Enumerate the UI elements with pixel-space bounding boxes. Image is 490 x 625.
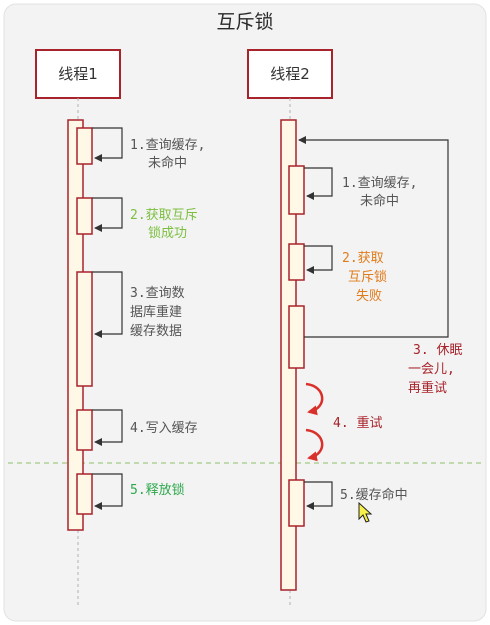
thread2-step5-label: 5.缓存命中 bbox=[340, 487, 408, 503]
thread1-step4-arrow bbox=[92, 409, 123, 446]
thread1-step5-label: 5.释放锁 bbox=[130, 482, 185, 498]
thread2-step3-label: 3. 休眠 一会儿, 再重试 bbox=[408, 343, 470, 396]
thread2-step3-box bbox=[288, 305, 305, 369]
thread2-step2-arrow bbox=[304, 245, 333, 274]
thread2-step1-arrow bbox=[304, 167, 333, 200]
thread1-step5-box bbox=[76, 473, 93, 515]
thread2-step1-label: 1.查询缓存, 未命中 bbox=[342, 176, 425, 209]
mouse-cursor-icon bbox=[358, 501, 373, 523]
thread2-step1-box bbox=[288, 165, 305, 215]
thread2-step2-box bbox=[288, 243, 305, 281]
thread1-step2-box bbox=[76, 197, 93, 235]
thread1-step3-box bbox=[76, 271, 93, 387]
thread1-step5-arrow bbox=[92, 473, 123, 510]
thread1-header-label: 线程1 bbox=[58, 65, 98, 83]
thread2-step2-label: 2.获取 互斥锁 失败 bbox=[342, 251, 395, 304]
thread1-header-box bbox=[35, 49, 121, 99]
thread2-step5-arrow bbox=[304, 481, 333, 510]
sleep-retry-loop-arrow bbox=[298, 136, 449, 338]
thread1-step4-label: 4.写入缓存 bbox=[130, 421, 198, 436]
thread1-step3-label: 3.查询数 据库重建 缓存数据 bbox=[130, 286, 192, 339]
thread1-step1-box bbox=[76, 127, 93, 165]
thread1-step1-arrow bbox=[92, 127, 123, 162]
retry-arrow-icon-1 bbox=[305, 382, 324, 416]
thread1-step3-arrow bbox=[92, 271, 123, 338]
thread2-step5-box bbox=[288, 479, 305, 527]
thread1-step2-label: 2.获取互斥 锁成功 bbox=[130, 208, 205, 241]
background-panel bbox=[3, 3, 487, 622]
thread1-step2-arrow bbox=[92, 197, 123, 232]
thread2-header-label: 线程2 bbox=[270, 65, 310, 83]
thread1-step1-label: 1.查询缓存, 未命中 bbox=[130, 138, 213, 171]
retry-arrow-icon-2 bbox=[305, 428, 324, 462]
thread2-header-box bbox=[247, 49, 333, 99]
thread2-step4-label: 4. 重试 bbox=[333, 415, 382, 431]
thread1-step4-box bbox=[76, 409, 93, 451]
diagram-title: 互斥锁 bbox=[216, 11, 273, 33]
